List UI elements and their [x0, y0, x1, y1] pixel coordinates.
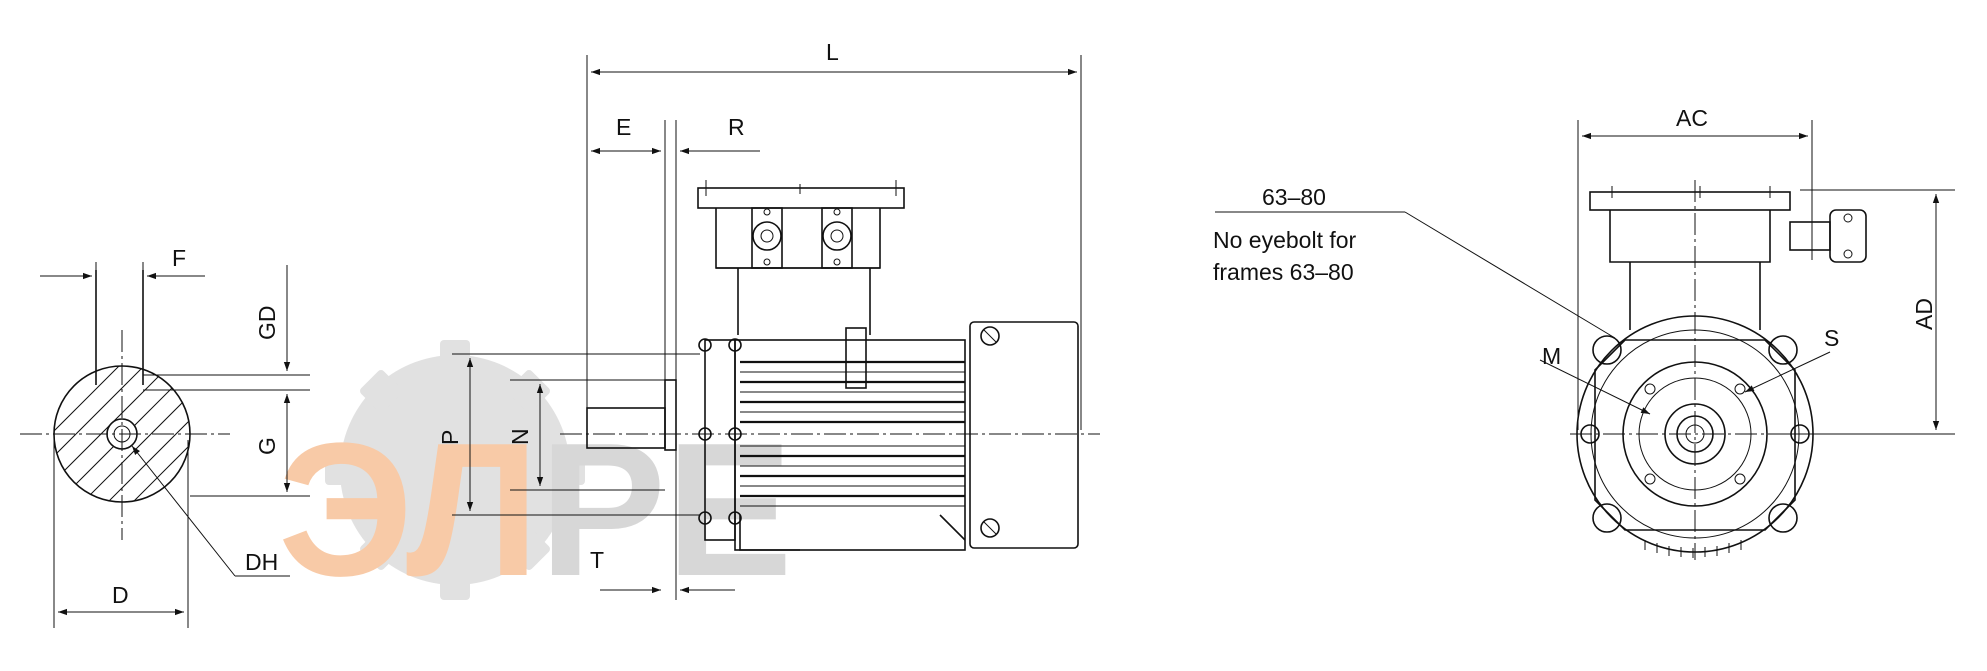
shaft-section-view: F D DH GD G: [20, 245, 310, 628]
dim-label-T: T: [590, 547, 604, 573]
cable-gland-icon: [1789, 209, 1867, 263]
dim-label-N: N: [507, 428, 533, 445]
dim-label-L: L: [826, 39, 839, 65]
cable-gland-icon: [751, 207, 783, 269]
dim-label-DH: DH: [245, 549, 278, 575]
watermark-text: ЭЛРЕ: [278, 404, 793, 616]
note-line-1: No eyebolt for: [1213, 227, 1357, 253]
note-frames-range: 63–80: [1262, 184, 1326, 210]
note-line-2: frames 63–80: [1213, 259, 1354, 285]
dim-label-E: E: [616, 114, 631, 140]
cooling-fins: [740, 360, 965, 507]
dim-label-P: P: [437, 430, 463, 445]
dim-label-AD: AD: [1911, 298, 1937, 330]
dim-label-G: G: [254, 437, 280, 455]
fin-ticks: [1644, 540, 1742, 558]
eyebolt-note: 63–80 No eyebolt for frames 63–80: [1213, 184, 1357, 285]
watermark-logo: ЭЛРЕ: [278, 340, 793, 616]
dim-label-F: F: [172, 245, 186, 271]
cable-gland-icon: [821, 207, 853, 269]
gear-icon: [325, 340, 585, 600]
dim-label-S: S: [1824, 325, 1839, 351]
motor-end-view: AC AD: [1215, 105, 1955, 560]
dim-label-GD: GD: [254, 306, 280, 341]
motor-side-view: L E R: [437, 39, 1100, 600]
dim-label-AC: AC: [1676, 105, 1708, 131]
dim-label-D: D: [112, 582, 129, 608]
dim-label-R: R: [728, 114, 745, 140]
dim-label-M: M: [1542, 343, 1561, 369]
